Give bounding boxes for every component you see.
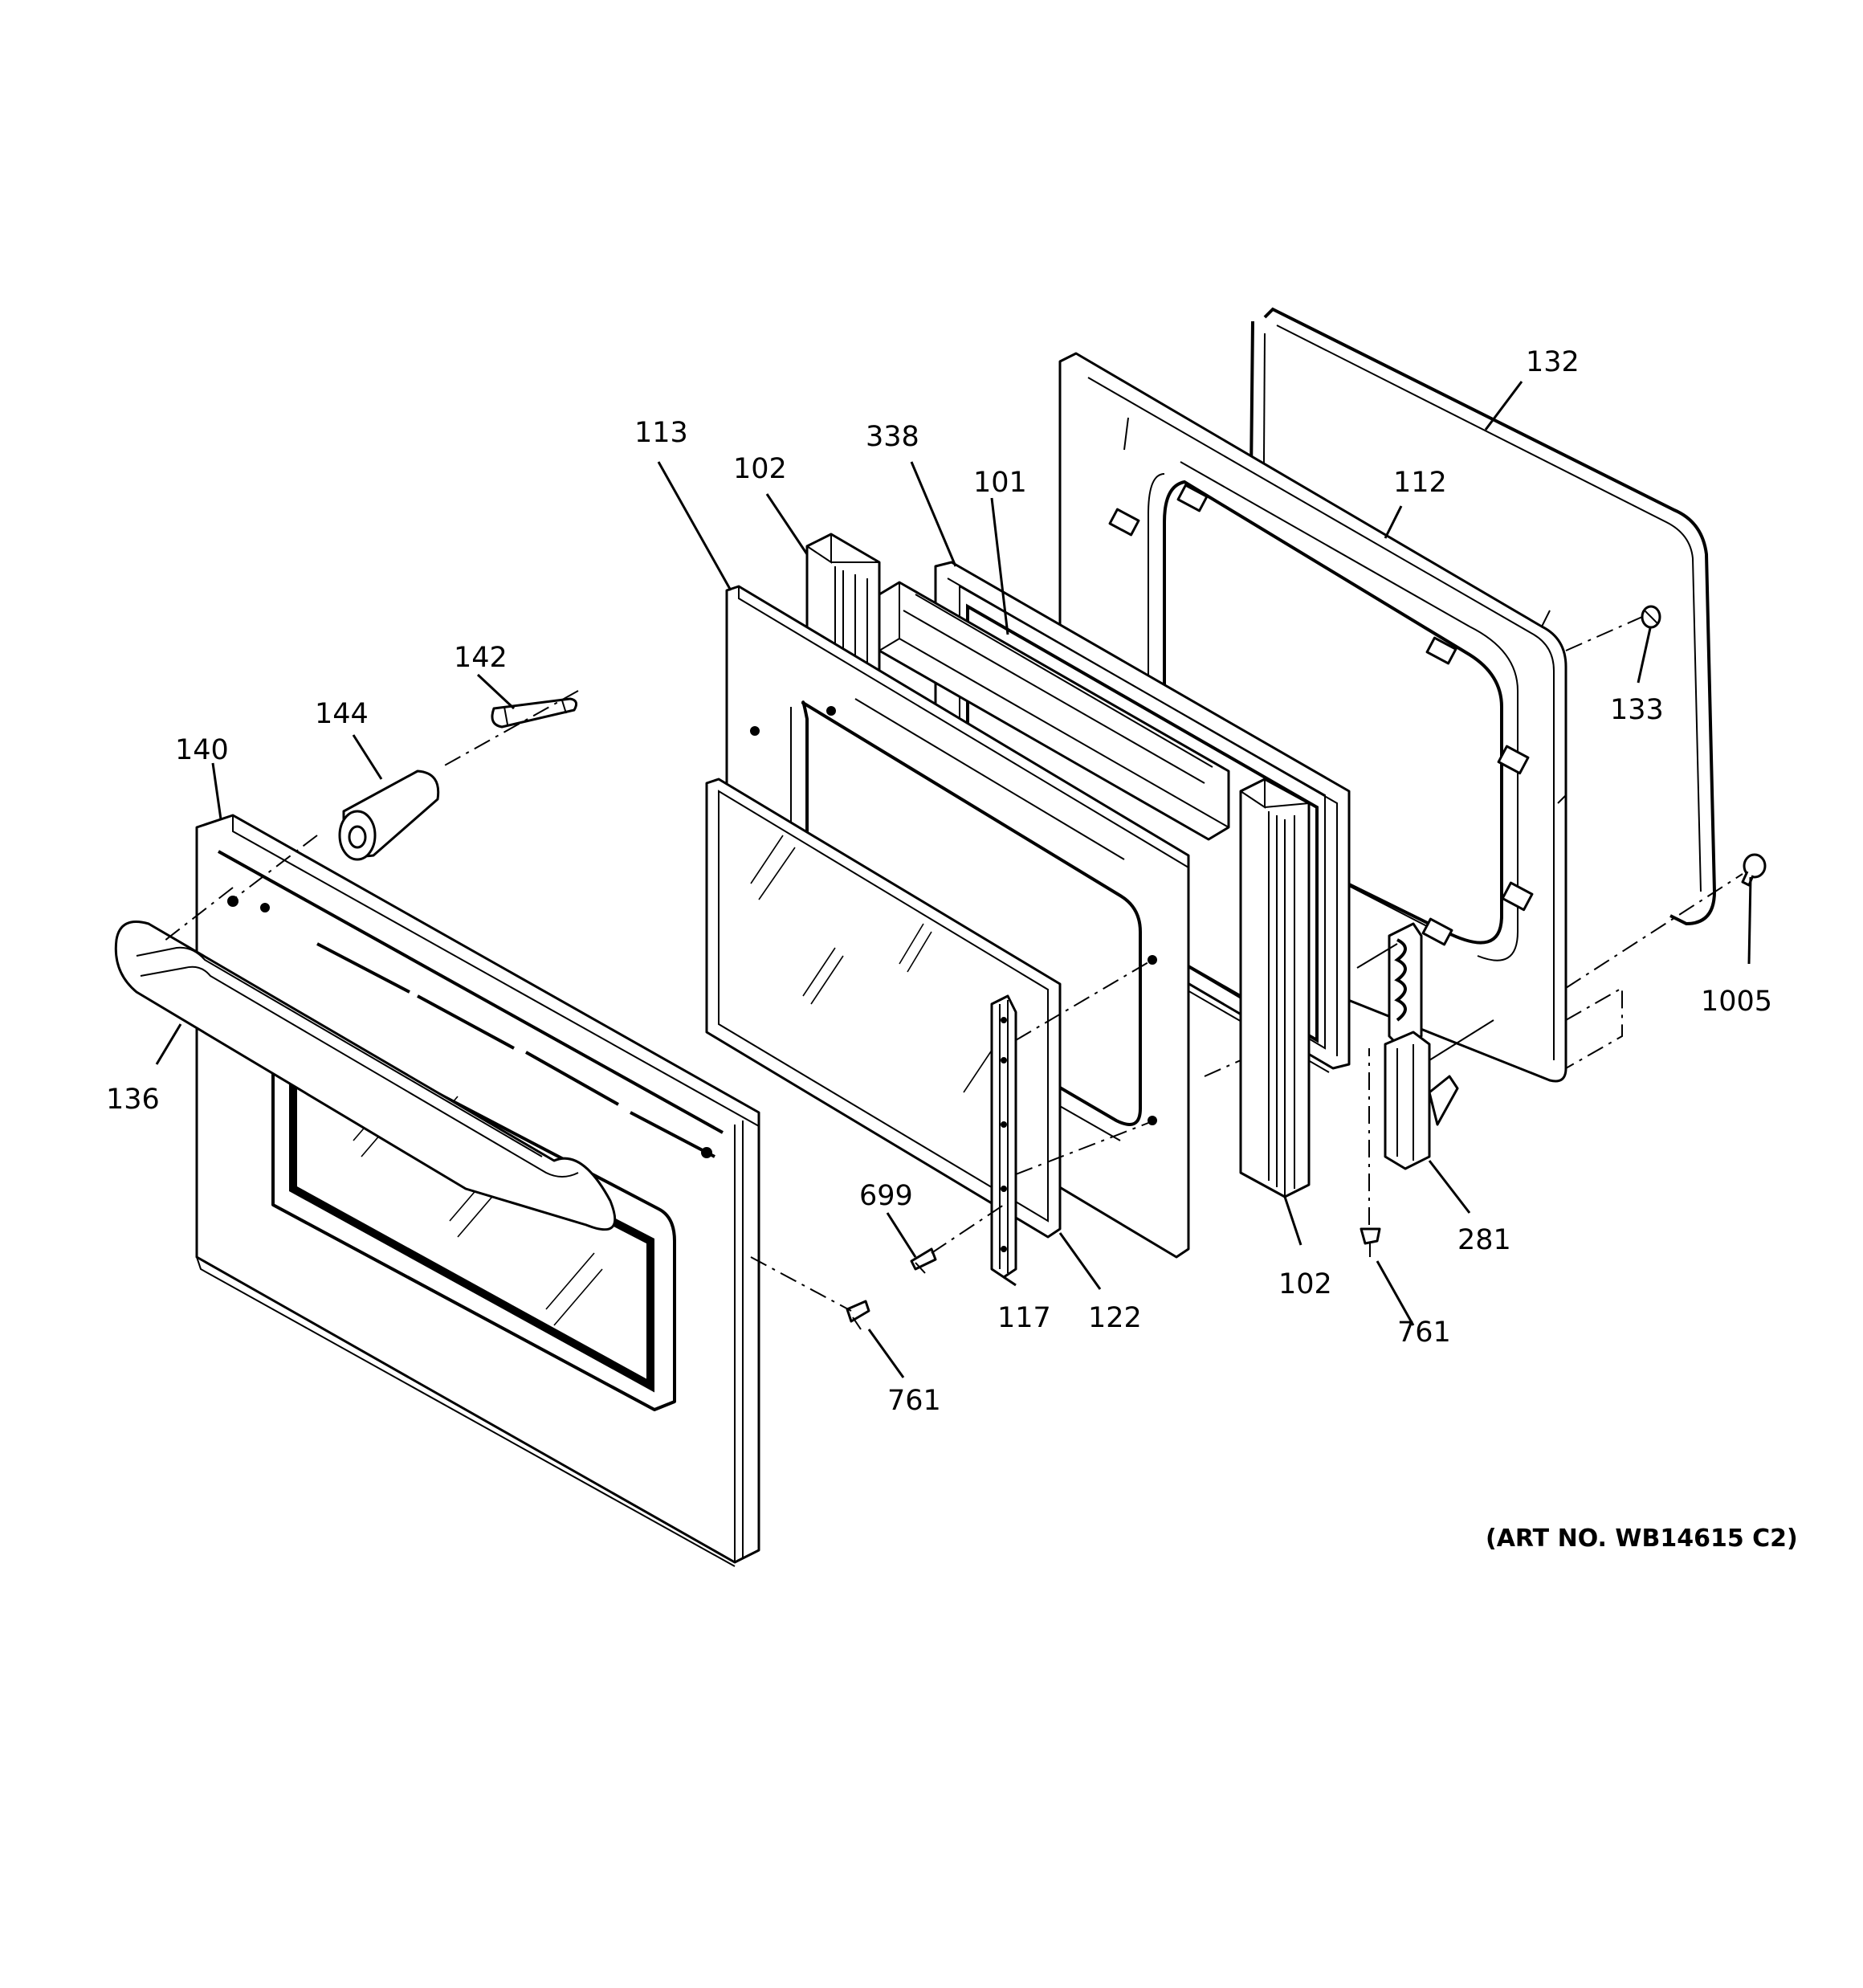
door-glass-block-part (878, 581, 1230, 841)
callout-leaders (155, 381, 1752, 1378)
handle-spacer-part (338, 769, 440, 861)
callout-122: 122 (1088, 1302, 1142, 1334)
callout-102-rear: 102 (733, 453, 787, 485)
assembly-lines (160, 616, 1743, 1312)
callout-117: 117 (997, 1302, 1051, 1334)
art-number: (ART NO. WB14615 C2) (1486, 1525, 1798, 1553)
callout-136: 136 (106, 1084, 160, 1116)
callout-112: 112 (1393, 467, 1447, 499)
callout-144: 144 (315, 698, 369, 730)
callout-labels: 113 102 338 101 132 112 133 142 144 140 … (106, 346, 1798, 1553)
insulation-block-part (1239, 778, 1311, 1198)
callout-761-hinge: 761 (1397, 1316, 1451, 1349)
callout-102-front: 102 (1278, 1268, 1332, 1300)
screw-part (1741, 853, 1767, 887)
door-handle-part (114, 921, 617, 1231)
callout-132: 132 (1526, 346, 1580, 378)
hinge-bracket-part (990, 994, 1017, 1279)
door-bumper-part (1641, 605, 1661, 629)
screw-part (846, 1300, 870, 1330)
callout-699: 699 (859, 1180, 913, 1212)
callout-338: 338 (866, 421, 919, 453)
callout-113: 113 (634, 417, 688, 449)
callout-133: 133 (1610, 694, 1664, 726)
callout-140: 140 (175, 734, 229, 766)
window-glass-part (705, 778, 1062, 1239)
handle-pin-part (491, 697, 578, 729)
callout-761-front: 761 (887, 1385, 941, 1417)
door-hinge-part (1356, 922, 1494, 1170)
callout-142: 142 (454, 642, 508, 674)
screw-part (910, 1247, 937, 1274)
callout-101: 101 (973, 467, 1027, 499)
callout-281: 281 (1457, 1224, 1511, 1256)
screw-part (1360, 1227, 1381, 1257)
callout-1005: 1005 (1701, 986, 1772, 1018)
